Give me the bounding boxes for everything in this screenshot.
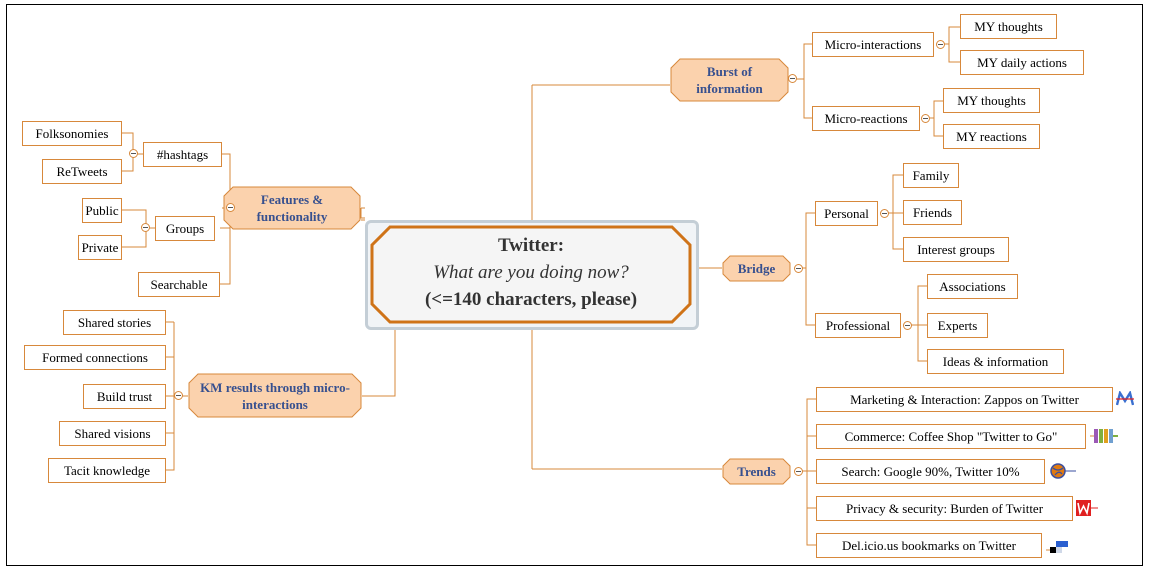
- subtopic-km-item[interactable]: Shared visions: [59, 421, 166, 446]
- subtopic-searchable[interactable]: Searchable: [138, 272, 220, 297]
- topic-label: KM results through micro-interactions: [200, 379, 350, 412]
- globe-icon[interactable]: [1049, 462, 1077, 480]
- collapse-toggle[interactable]: [226, 203, 235, 212]
- subtopic-my-thoughts[interactable]: MY thoughts: [960, 14, 1057, 39]
- topic-km-results[interactable]: KM results through micro-interactions: [188, 373, 362, 418]
- subtopic-my-reactions[interactable]: MY reactions: [943, 124, 1040, 149]
- subtopic-ideas-information[interactable]: Ideas & information: [927, 349, 1064, 374]
- topic-features-functionality[interactable]: Features & functionality: [223, 186, 361, 230]
- subtopic-groups[interactable]: Groups: [155, 216, 215, 241]
- subtopic-micro-interactions[interactable]: Micro-interactions: [812, 32, 934, 57]
- subtopic-retweets[interactable]: ReTweets: [42, 159, 122, 184]
- central-topic[interactable]: Twitter: What are you doing now? (<=140 …: [370, 232, 692, 313]
- subtopic-hashtags[interactable]: #hashtags: [143, 142, 222, 167]
- subtopic-trend-commerce[interactable]: Commerce: Coffee Shop "Twitter to Go": [816, 424, 1086, 449]
- collapse-toggle[interactable]: [174, 391, 183, 400]
- topic-label: Trends: [737, 464, 776, 479]
- subtopic-professional[interactable]: Professional: [815, 313, 901, 338]
- subtopic-experts[interactable]: Experts: [927, 313, 988, 338]
- subtopic-my-daily-actions[interactable]: MY daily actions: [960, 50, 1084, 75]
- subtopic-trend-marketing[interactable]: Marketing & Interaction: Zappos on Twitt…: [816, 387, 1113, 412]
- collapse-toggle[interactable]: [880, 209, 889, 218]
- topic-bridge[interactable]: Bridge: [722, 255, 791, 282]
- central-question: What are you doing now?: [433, 262, 629, 283]
- topic-label: Bridge: [737, 261, 776, 276]
- topic-label: Burst of information: [696, 64, 763, 96]
- m-logo-icon[interactable]: [1116, 391, 1134, 407]
- colored-bars-icon[interactable]: [1090, 428, 1118, 444]
- topic-burst-of-information[interactable]: Burst of information: [670, 58, 789, 102]
- subtopic-interest-groups[interactable]: Interest groups: [903, 237, 1009, 262]
- central-topic-shape: [370, 225, 692, 324]
- collapse-toggle[interactable]: [794, 264, 803, 273]
- subtopic-km-item[interactable]: Build trust: [83, 384, 166, 409]
- collapse-toggle[interactable]: [921, 114, 930, 123]
- subtopic-private[interactable]: Private: [78, 235, 122, 260]
- subtopic-public[interactable]: Public: [82, 198, 122, 223]
- collapse-toggle[interactable]: [788, 74, 797, 83]
- central-note: (<=140 characters, please): [424, 289, 638, 310]
- subtopic-friends[interactable]: Friends: [903, 200, 962, 225]
- subtopic-family[interactable]: Family: [903, 163, 959, 188]
- collapse-toggle[interactable]: [141, 223, 150, 232]
- subtopic-km-item[interactable]: Tacit knowledge: [48, 458, 166, 483]
- delicious-icon[interactable]: [1046, 536, 1072, 556]
- subtopic-associations[interactable]: Associations: [927, 274, 1018, 299]
- topic-label: Features & functionality: [256, 192, 328, 224]
- subtopic-trend-delicious[interactable]: Del.icio.us bookmarks on Twitter: [816, 533, 1042, 558]
- subtopic-personal[interactable]: Personal: [815, 201, 878, 226]
- topic-trends[interactable]: Trends: [722, 458, 791, 485]
- collapse-toggle[interactable]: [794, 467, 803, 476]
- subtopic-trend-search[interactable]: Search: Google 90%, Twitter 10%: [816, 459, 1045, 484]
- red-w-logo-icon[interactable]: [1076, 499, 1098, 517]
- collapse-toggle[interactable]: [129, 149, 138, 158]
- collapse-toggle[interactable]: [903, 321, 912, 330]
- central-title: Twitter:: [497, 235, 565, 256]
- subtopic-my-thoughts-2[interactable]: MY thoughts: [943, 88, 1040, 113]
- subtopic-km-item[interactable]: Shared stories: [63, 310, 166, 335]
- subtopic-trend-privacy[interactable]: Privacy & security: Burden of Twitter: [816, 496, 1073, 521]
- subtopic-folksonomies[interactable]: Folksonomies: [22, 121, 122, 146]
- subtopic-micro-reactions[interactable]: Micro-reactions: [812, 106, 920, 131]
- subtopic-km-item[interactable]: Formed connections: [24, 345, 166, 370]
- collapse-toggle[interactable]: [936, 40, 945, 49]
